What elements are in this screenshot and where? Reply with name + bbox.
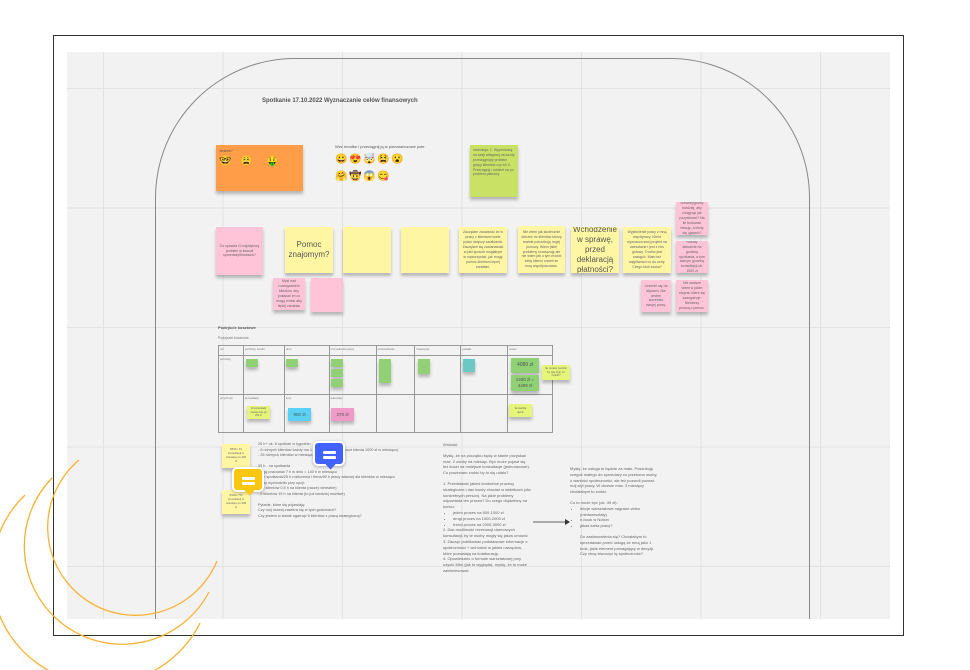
arrow-connector[interactable] [532,518,572,526]
emoji-money-icon[interactable]: 🤑 [266,156,279,167]
emoji-nerd-icon[interactable]: 🤓 [219,156,232,167]
emoji-weary-icon[interactable]: 😩 [240,156,253,167]
conclusions-step1: 1. Przedstawić jakieś konkretne procesy … [443,480,531,510]
mood-note-label: Jesteś? [219,148,233,153]
board-frame [53,35,904,636]
costing-subheading: Podejście kosztowe [218,336,249,340]
emoji-heart-eyes-icon[interactable]: 😍 [349,154,362,165]
side-note[interactable]: 6500+ 7% konsultacji w miesiącu po 200 z… [222,490,250,514]
list-item: trzeci proces na 2000-3000 zł [453,522,531,528]
board-title: Spotkanie 17.10.2022 Wyznaczanie celów f… [262,98,418,104]
arc-decoration [23,477,210,645]
ideas-outro: Do zastanowienia się? Chciałabym to sprz… [580,533,655,557]
cost-card[interactable] [379,359,391,383]
cost-card[interactable] [331,379,343,387]
emoji-hug-icon[interactable]: 🤗 [335,171,348,182]
cost-card[interactable] [331,369,343,377]
ideas-block[interactable]: Myślę, że usługa to będzie za mało. Posz… [570,466,660,557]
emoji-surprised-icon[interactable]: 😮 [391,154,404,165]
row-label: przychody [218,394,244,433]
emoji-mind-blown-icon[interactable]: 🤯 [363,154,376,165]
conclusions-intro: Myślę, że na początku będę w stanie pozy… [443,452,530,476]
comment-icon[interactable] [313,441,345,470]
list-item: drugi proces na 1000-2000 zł [453,516,531,522]
mood-note[interactable]: Jesteś? 🤓 😩 🤑 [216,145,303,191]
cost-card[interactable] [246,359,258,367]
pink-note[interactable]: Uczenie się na błędach. Nie umiem wyceni… [641,280,671,312]
question-note[interactable]: Nie wiem jak skutecznie dotrzeć do klien… [518,226,565,273]
cost-card[interactable] [463,359,475,372]
conclusions-heading: Wnioski: [443,442,459,447]
total-card[interactable]: 4089 zł [511,358,539,373]
ideas-list-title: Co to może być (ok. 49 zł): [570,499,618,505]
consult-note[interactable]: 10 konsultacji miesięcznie po 200 zł [247,406,270,419]
question-note[interactable] [401,227,449,273]
emoji-tired-icon[interactable]: 😫 [377,154,390,165]
costing-table: cel potrzeby, środki dom rozrywka dla gr… [218,345,553,433]
arc-decoration [0,494,201,670]
whiteboard-canvas[interactable]: Spotkanie 17.10.2022 Wyznaczanie celów f… [67,52,890,619]
row-label: potrzeby [218,355,244,395]
side-note[interactable]: 6500+ 10 konsultacji w miesiącu po 200 z… [222,444,250,468]
total-card[interactable]: 1400 zł = 4489 zł [511,375,539,391]
question-note[interactable]: Co sprawia Ci największy problem w kwest… [216,227,263,275]
cost-card[interactable] [286,359,298,367]
conclusions-block[interactable]: Wnioski: Myślę, że na początku będę w st… [443,442,531,574]
emoji-instruction: Weź emotke i przeciągnij ją w pomarańczo… [335,144,425,149]
course-card[interactable]: 900 zł [288,408,311,421]
list-item: e-book w Notion [580,517,660,523]
emoji-scream-icon[interactable]: 😱 [363,171,376,182]
emoji-yum-icon[interactable]: 😋 [377,171,390,182]
arc-decoration [47,459,218,616]
question-note[interactable]: Zaczęłam zauważać że w pracy z klientami… [459,227,507,273]
small-pink-note[interactable] [311,278,343,312]
workshop-card[interactable]: 270 zł [331,408,354,421]
question-note[interactable] [343,227,391,273]
sum-note[interactable]: Ile zarobię razem [509,404,532,417]
emoji-cowboy-icon[interactable]: 🤠 [349,171,362,182]
question-note[interactable]: Wchodzenie w sprawę, przed deklaracją pł… [571,227,619,273]
list-item: jakaś karta pracy? [580,523,660,529]
ideas-intro: Myślę, że usługa to będzie za mało. Posz… [570,466,658,495]
rounded-frame-outline [155,58,810,619]
question-note[interactable]: Pomoc znajomym? [285,227,333,273]
cost-card[interactable] [331,359,343,367]
emoji-grin-icon[interactable]: 😀 [335,154,348,165]
conclusions-rest: 2. Dać możliwość rezerwacji darmowych ko… [443,527,528,573]
pink-note[interactable]: Nie zawsze wiem w jakim stopniu klient s… [676,280,708,312]
comment-icon[interactable] [232,467,264,496]
question-note[interactable]: Wyjaśnienie pracy z mną współpracy. Klie… [623,227,671,273]
instruction-note[interactable]: Instrukcja: 1. Wyprodukuj na sesji wstęp… [470,145,518,197]
cost-card[interactable] [418,359,430,374]
list-item: jeden proces na 500-1000 zł [453,510,531,516]
costing-heading: Podejście kosztowe [218,325,256,330]
plan-text[interactable]: 25 h+ ok. 6 spotkań w tygodniu - 6 różny… [258,442,399,518]
side-note[interactable]: Ile muszę zarobić by tyle było co zrobić… [542,365,570,380]
pink-note[interactable]: Rabaty aktualnie na godzinę spotkania, a… [676,241,708,273]
list-item: lekcje warsztatowe nagrane video (miniwa… [580,506,660,518]
table-header-row: cel potrzeby, środki dom rozrywka dla gr… [218,345,553,356]
pink-note[interactable]: Niewiarygodny bardziej, aby osiągnąć jak… [676,202,708,235]
small-pink-note[interactable]: Myśl nad rozwiązaniem klientów, aby poka… [273,278,305,310]
